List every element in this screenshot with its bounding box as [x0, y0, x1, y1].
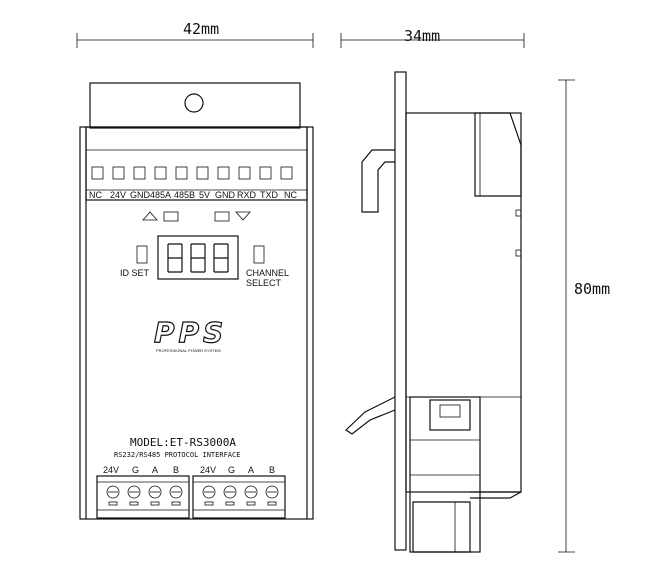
terminal-label: RXD: [237, 190, 257, 200]
pps-logo: PPS PROFESSIONAL POWER SYSTEM: [153, 315, 227, 353]
dimension-width-front: 42mm: [76, 20, 314, 48]
terminal-label: B: [173, 465, 179, 475]
bottom-terminal-blocks: [96, 475, 286, 519]
terminal-label: B: [269, 465, 275, 475]
dimension-depth-label: 34mm: [404, 27, 440, 45]
top-terminal-squares: [91, 166, 293, 180]
model-description: RS232/RS485 PROTOCOL INTERFACE: [114, 451, 240, 459]
id-set-button: [136, 245, 148, 264]
terminal-label: 24V: [200, 465, 216, 475]
terminal-label: G: [228, 465, 235, 475]
terminal-label: 485A: [150, 190, 171, 200]
mounting-hole: [184, 93, 204, 113]
dimension-height-label: 80mm: [574, 280, 610, 298]
terminal-label: NC: [89, 190, 102, 200]
top-terminal-labels: NC 24V GND 485A 485B 5V GND RXD TXD NC: [89, 190, 297, 200]
logo-tagline: PROFESSIONAL POWER SYSTEM: [156, 348, 221, 353]
terminal-label: 5V: [199, 190, 210, 200]
indicator-led: [214, 211, 230, 222]
terminal-label: NC: [284, 190, 297, 200]
dimension-height: 80mm: [558, 79, 610, 553]
side-view: [345, 71, 522, 553]
id-set-label: ID SET: [120, 268, 150, 278]
channel-select-label-line1: CHANNEL: [246, 268, 289, 278]
dimension-width-label: 42mm: [183, 20, 219, 38]
channel-select-button: [253, 245, 265, 264]
front-view: NC 24V GND 485A 485B 5V GND RXD TXD NC I…: [79, 82, 314, 520]
indicator-led: [163, 211, 179, 222]
channel-select-label-line2: SELECT: [246, 278, 282, 288]
bottom-terminal-labels: 24V G A B 24V G A B: [103, 465, 275, 475]
terminal-label: A: [248, 465, 254, 475]
terminal-label: TXD: [260, 190, 279, 200]
model-line: MODEL:ET-RS3000A: [130, 436, 236, 449]
down-arrow-icon: [235, 211, 251, 221]
terminal-label: G: [132, 465, 139, 475]
side-bottom-connector: [409, 396, 522, 553]
terminal-label: GND: [215, 190, 236, 200]
terminal-label: 24V: [110, 190, 126, 200]
dimension-depth-side: 34mm: [340, 27, 525, 48]
up-arrow-icon: [142, 211, 158, 221]
din-clip: [361, 149, 395, 213]
terminal-label: 485B: [174, 190, 195, 200]
logo-text: PPS: [154, 316, 227, 349]
terminal-label: GND: [130, 190, 151, 200]
terminal-label: A: [152, 465, 158, 475]
seven-segment-display: [157, 235, 239, 280]
terminal-label: 24V: [103, 465, 119, 475]
side-top-connector: [474, 112, 522, 197]
